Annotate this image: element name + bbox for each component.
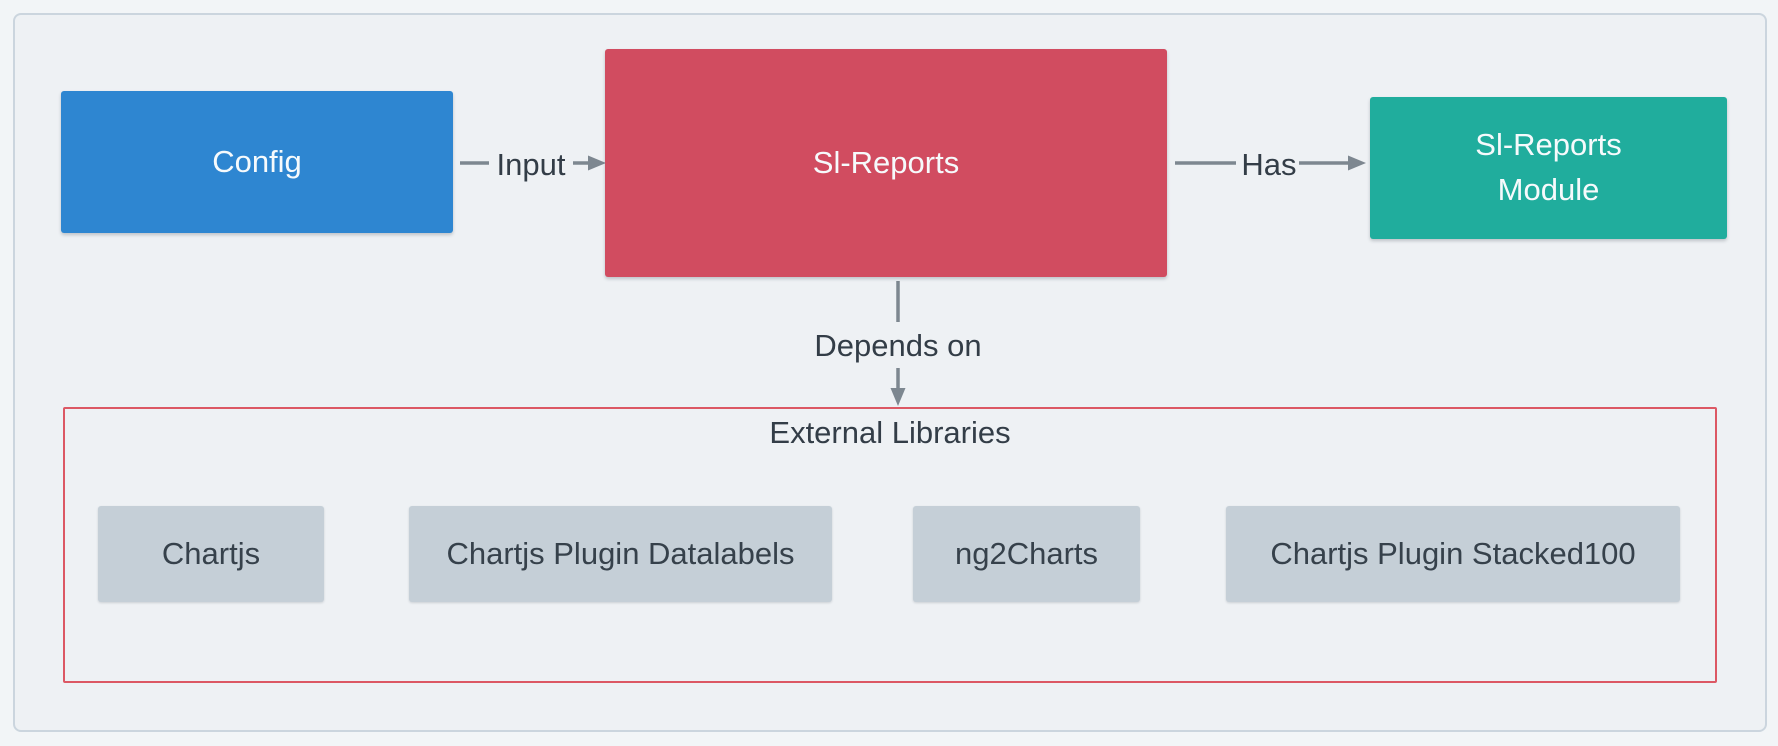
edge-label-depends-on: Depends on: [814, 328, 982, 363]
node-config-label: Config: [212, 143, 302, 179]
node-sl-reports-module: Sl-Reports Module: [1370, 97, 1727, 239]
library-box-chartjs-plugin-datalabels: Chartjs Plugin Datalabels: [409, 506, 832, 602]
edge-label-has: Has: [1241, 147, 1297, 182]
library-box-ng2charts: ng2Charts: [913, 506, 1140, 602]
library-box-chartjs-plugin-datalabels-label: Chartjs Plugin Datalabels: [446, 536, 795, 571]
library-box-ng2charts-label: ng2Charts: [954, 536, 1099, 571]
node-sl-reports-label: Sl-Reports: [812, 144, 960, 180]
library-box-chartjs-plugin-stacked100-label: Chartjs Plugin Stacked100: [1270, 536, 1636, 571]
node-sl-reports-module-label: Sl-Reports Module: [1475, 127, 1622, 207]
library-box-chartjs-label: Chartjs: [161, 536, 261, 571]
edge-label-input: Input: [496, 147, 566, 182]
node-sl-reports: Sl-Reports: [605, 49, 1167, 277]
library-box-chartjs-plugin-stacked100: Chartjs Plugin Stacked100: [1226, 506, 1680, 602]
node-config: Config: [61, 91, 453, 233]
library-box-chartjs: Chartjs: [98, 506, 324, 602]
external-libraries-title: External Libraries: [769, 415, 1011, 450]
external-libraries-group: External Libraries: [63, 407, 1717, 683]
